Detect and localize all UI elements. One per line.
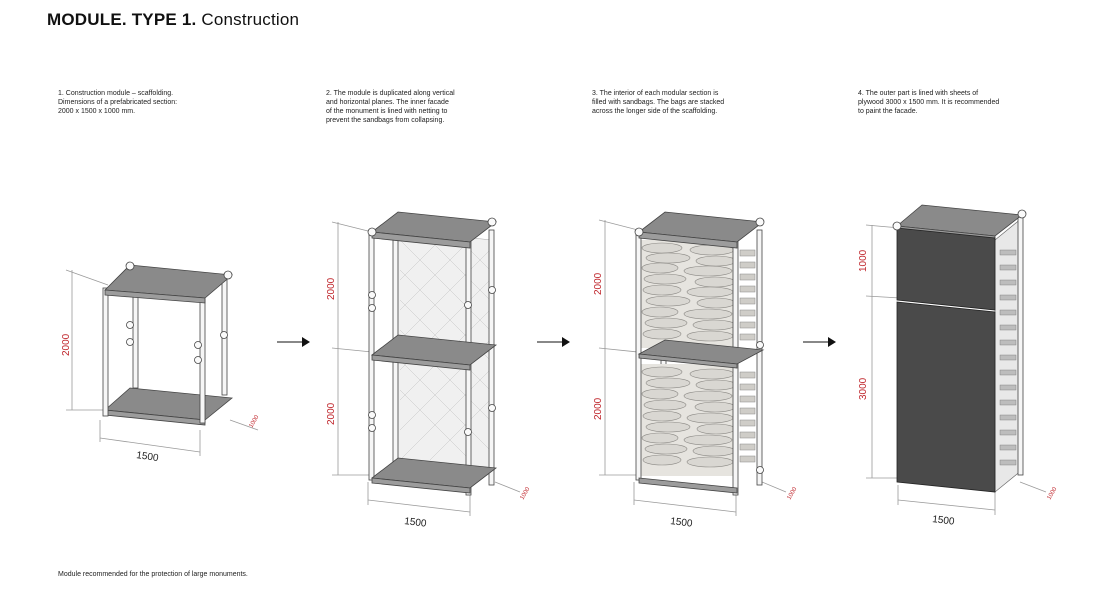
arrow-2-icon: [537, 337, 570, 347]
m3-height-bottom-label: 2000: [593, 397, 604, 420]
m1-height-label: 2000: [61, 333, 72, 356]
arrow-3-icon: [803, 337, 836, 347]
module-3-drawing: 2000 2000 1500 1000: [593, 211, 799, 530]
m3-depth-label: 1000: [787, 486, 799, 501]
plywood-panel-upper: [896, 227, 996, 311]
title-light: Construction: [201, 10, 300, 29]
m4-width-label: 1500: [932, 514, 956, 528]
m4-height-bottom-label: 3000: [858, 377, 869, 400]
step-1-text: 1. Construction module – scaffolding. Di…: [58, 90, 178, 115]
m2-width-label: 1500: [404, 516, 428, 530]
m3-width-label: 1500: [670, 516, 694, 530]
m2-height-top-label: 2000: [326, 277, 337, 300]
step-4-text: 4. The outer part is lined with sheets o…: [858, 90, 1000, 115]
arrow-1-icon: [277, 337, 310, 347]
m1-depth-label: 1000: [249, 414, 261, 429]
page-title: MODULE. TYPE 1. Construction: [47, 10, 299, 30]
module-2-drawing: 2000 2000 1500 1000: [326, 211, 532, 530]
module-4-drawing: 1000 3000 1500 1000: [858, 204, 1059, 528]
step-2-text: 2. The module is duplicated along vertic…: [326, 90, 455, 124]
module-1-drawing: 2000 1500 1000: [61, 261, 261, 464]
m1-width-label: 1500: [136, 450, 160, 464]
m2-height-bottom-label: 2000: [326, 402, 337, 425]
m2-depth-label: 1000: [520, 486, 532, 501]
plywood-panel-lower: [896, 301, 996, 493]
title-bold: MODULE. TYPE 1.: [47, 10, 197, 29]
m4-depth-label: 1000: [1047, 486, 1059, 501]
m4-height-top-label: 1000: [858, 249, 869, 272]
footer-note: Module recommended for the protection of…: [58, 571, 248, 578]
m3-height-top-label: 2000: [593, 272, 604, 295]
step-3-text: 3. The interior of each modular section …: [592, 90, 725, 115]
sandbags-icon: [640, 240, 738, 476]
